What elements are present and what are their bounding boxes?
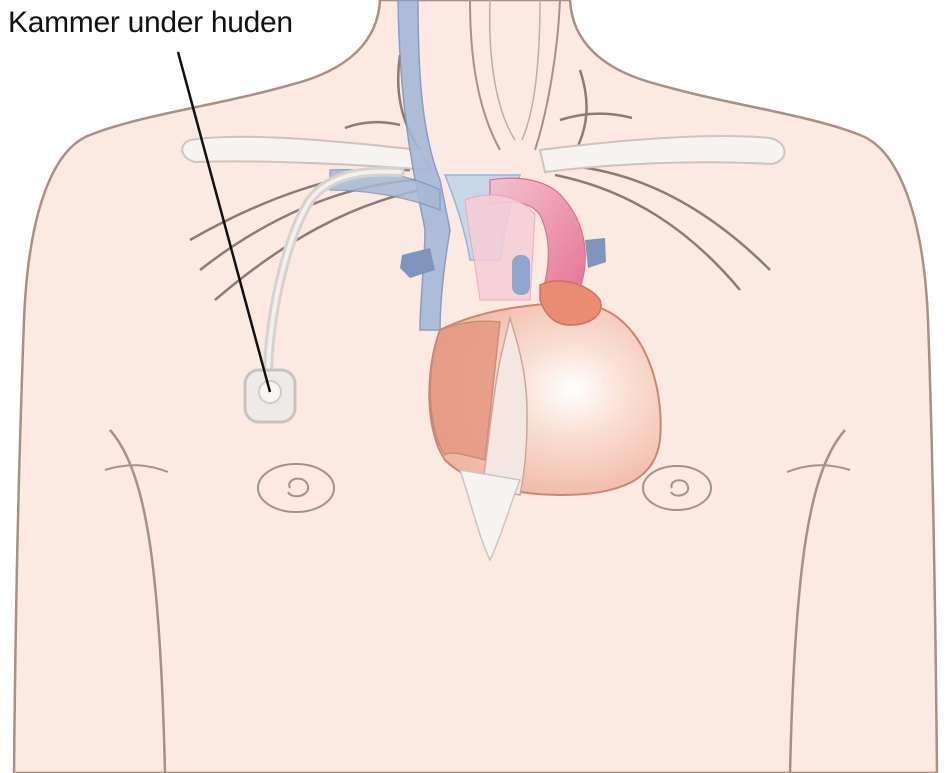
port-callout-label: Kammer under huden — [8, 6, 293, 40]
catheter-tip — [512, 255, 530, 295]
